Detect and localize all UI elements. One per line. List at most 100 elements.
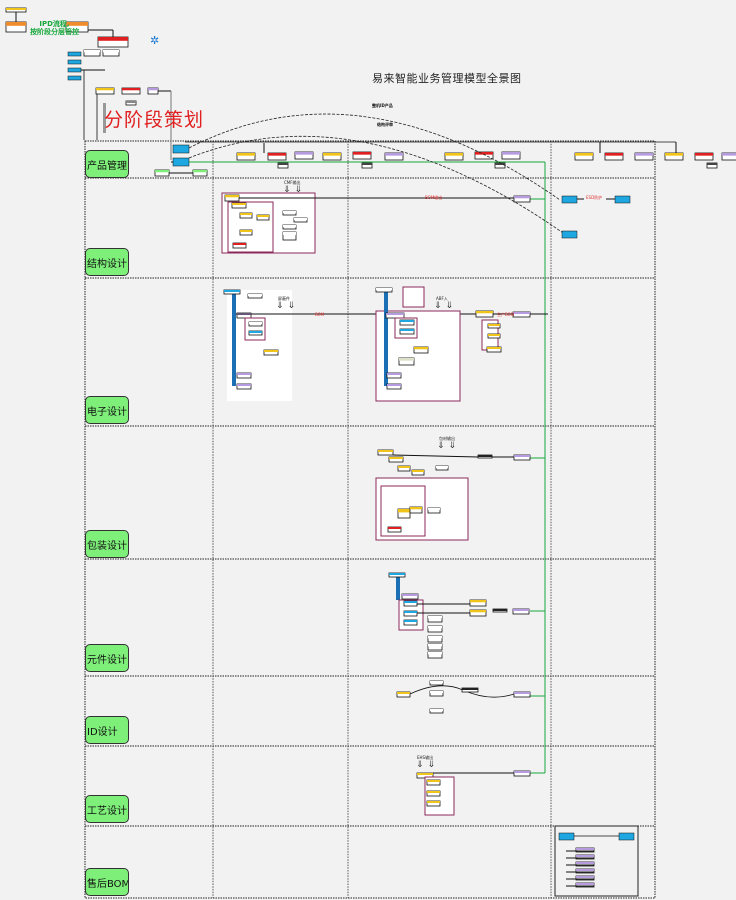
process-node-header: [126, 101, 136, 103]
lane-label-product[interactable]: 产品管理: [85, 150, 129, 178]
lane-label-id[interactable]: ID设计: [85, 716, 129, 744]
process-node-header: [268, 153, 286, 156]
process-node-header: [410, 507, 422, 510]
process-node-header: [488, 334, 500, 336]
download-arrows-icon: ⇓⇓: [276, 301, 300, 311]
process-node-header: [478, 455, 492, 457]
process-node-header: [264, 350, 278, 352]
cyan-node: [172, 144, 190, 154]
group-container: [227, 201, 274, 253]
cmf-output-label: CMF输出: [284, 180, 301, 185]
green-note-line: IPD流程,: [39, 20, 70, 28]
process-node-header: [427, 791, 440, 793]
process-node-header: [225, 195, 239, 198]
process-node-header: [514, 196, 530, 199]
process-node-header: [428, 636, 442, 639]
process-node-header: [695, 153, 713, 156]
process-node-header: [398, 509, 410, 513]
process-node-header: [427, 801, 440, 803]
process-node-header: [283, 232, 296, 236]
process-node-header: [436, 466, 448, 468]
process-node-header: [397, 692, 410, 694]
process-node-header: [389, 457, 403, 459]
process-node-header: [428, 626, 442, 629]
cyan-node: [561, 230, 578, 239]
group-container: [402, 286, 425, 308]
phase-title: 分阶段策划: [104, 109, 205, 131]
lane-label-process[interactable]: 工艺设计: [85, 795, 129, 823]
cyan-node: [558, 832, 575, 841]
process-node-header: [428, 616, 442, 619]
process-node-header: [237, 373, 251, 375]
process-node-header: [385, 153, 403, 156]
cyan-node: [67, 51, 82, 57]
process-node-header: [414, 347, 428, 350]
download-arrows-icon: ⇓⇓: [434, 301, 458, 311]
process-node-header: [404, 611, 417, 613]
process-node-header: [122, 88, 140, 91]
process-node-header: [576, 876, 594, 878]
process-node-header: [404, 620, 417, 622]
process-node-header: [237, 153, 255, 156]
green-note: IPD流程, 按阶段分层管控: [30, 20, 79, 36]
esd-label: ESD防护: [586, 195, 603, 200]
process-node-header: [248, 294, 262, 296]
bom-lite-label: BOM: [315, 312, 325, 317]
group-container: [227, 290, 292, 401]
diagram-title: 易来智能业务管理模型全景图: [372, 72, 522, 85]
process-node-header: [232, 203, 246, 205]
process-node-header: [240, 213, 252, 215]
arc-flow: [188, 135, 567, 236]
abf-label: ABF入: [436, 296, 448, 301]
cyan-node: [172, 157, 190, 167]
lane-label-structure[interactable]: 结构设计: [85, 248, 129, 276]
process-node-header: [376, 288, 392, 290]
lane-label-electronic[interactable]: 电子设计: [85, 396, 129, 424]
process-node-header: [353, 152, 371, 155]
timeline-bar: [396, 576, 400, 600]
process-node-header: [294, 218, 307, 220]
process-node-header: [96, 88, 114, 91]
process-node-header: [462, 688, 478, 690]
process-node-header: [576, 883, 594, 885]
arc-label-id-product: 整机ID产品: [372, 103, 393, 108]
process-node-header: [412, 470, 424, 472]
process-node-header: [502, 152, 520, 155]
process-node-header: [389, 573, 405, 575]
process-node-header: [386, 313, 404, 315]
download-arrows-icon: ⇓⇓: [416, 760, 440, 770]
group-container: [244, 317, 266, 341]
lane-label-packaging[interactable]: 包装设计: [85, 530, 129, 558]
process-node-header: [430, 709, 443, 711]
download-arrows-icon: ⇓⇓: [437, 441, 461, 451]
process-node-header: [576, 848, 594, 850]
process-node-header: [388, 527, 401, 529]
lane-label-component[interactable]: 元件设计: [85, 644, 129, 672]
process-node-header: [400, 329, 414, 331]
process-node-header: [428, 508, 440, 510]
process-node-header: [6, 22, 26, 26]
process-node-header: [387, 384, 401, 386]
bom-output-label: BOM输出: [425, 195, 443, 200]
process-node-header: [665, 153, 683, 156]
process-node-header: [6, 8, 26, 10]
process-node-header: [576, 869, 594, 871]
arc-label-structure-review: 结构评审: [377, 122, 393, 127]
process-node-header: [66, 22, 88, 26]
process-node-header: [513, 609, 529, 611]
cyan-node: [618, 832, 635, 841]
process-node-header: [635, 153, 653, 156]
process-node-header: [575, 153, 593, 156]
arc-flow: [188, 113, 561, 201]
process-node-header: [430, 691, 443, 693]
process-node-header: [513, 312, 530, 314]
process-node-header: [362, 163, 372, 165]
process-node-header: [514, 771, 530, 773]
company-logo-icon: ✲: [150, 34, 160, 47]
lane-label-aftersales[interactable]: 售后BOM: [85, 868, 129, 896]
cyan-node: [67, 59, 82, 65]
process-node-header: [400, 320, 414, 322]
process-node-header: [240, 230, 252, 232]
timeline-bar: [384, 290, 388, 386]
